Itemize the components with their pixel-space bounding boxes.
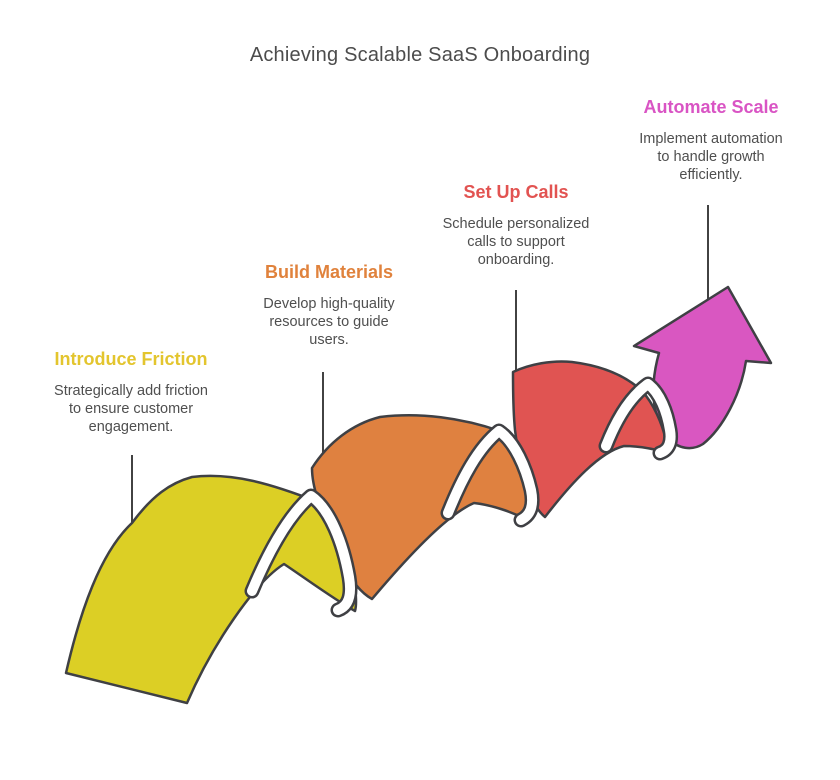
stage-description-line: to ensure customer <box>68 401 194 417</box>
stage-description: Develop high-quality resources to guide … <box>224 295 434 349</box>
stage-description-line: users. <box>309 332 349 348</box>
stage-description-line: efficiently. <box>679 167 743 183</box>
stage-description: Implement automation to handle growth ef… <box>606 130 816 184</box>
fold-band-3 <box>598 376 679 461</box>
stage-description-line: calls to support <box>467 234 565 250</box>
stage-callout-build-materials: Build Materials Develop high-quality res… <box>224 261 434 349</box>
stage-description-line: to handle growth <box>657 149 765 165</box>
stage-description: Schedule personalized calls to support o… <box>411 215 621 269</box>
page-title: Achieving Scalable SaaS Onboarding <box>249 44 591 66</box>
ribbon-segment-introduce-friction <box>64 474 358 705</box>
stage-description-line: Implement automation <box>639 131 783 147</box>
fold-band-1-fill <box>247 491 356 615</box>
stage-label: Set Up Calls <box>463 182 569 202</box>
stage-description-line: resources to guide <box>269 314 389 330</box>
stage-callout-automate-scale: Automate Scale Implement automation to h… <box>606 96 816 184</box>
stage-description-line: Strategically add friction <box>54 383 208 399</box>
stage-description-line: Schedule personalized <box>442 216 590 232</box>
fold-band-3-fill <box>601 379 676 458</box>
stage-callout-introduce-friction: Introduce Friction Strategically add fri… <box>26 348 236 436</box>
stage-label: Automate Scale <box>643 97 779 117</box>
fold-band-2-fill <box>443 426 538 525</box>
fold-band-2 <box>440 423 540 528</box>
stage-description-line: onboarding. <box>477 252 555 268</box>
stage-description-line: Develop high-quality <box>263 296 395 312</box>
fold-band-1 <box>244 488 358 618</box>
stage-description: Strategically add friction to ensure cus… <box>26 382 236 436</box>
stage-description-line: engagement. <box>88 419 174 435</box>
stage-label: Introduce Friction <box>54 349 208 369</box>
stage-label: Build Materials <box>264 262 394 282</box>
stage-callout-set-up-calls: Set Up Calls Schedule personalized calls… <box>411 181 621 269</box>
